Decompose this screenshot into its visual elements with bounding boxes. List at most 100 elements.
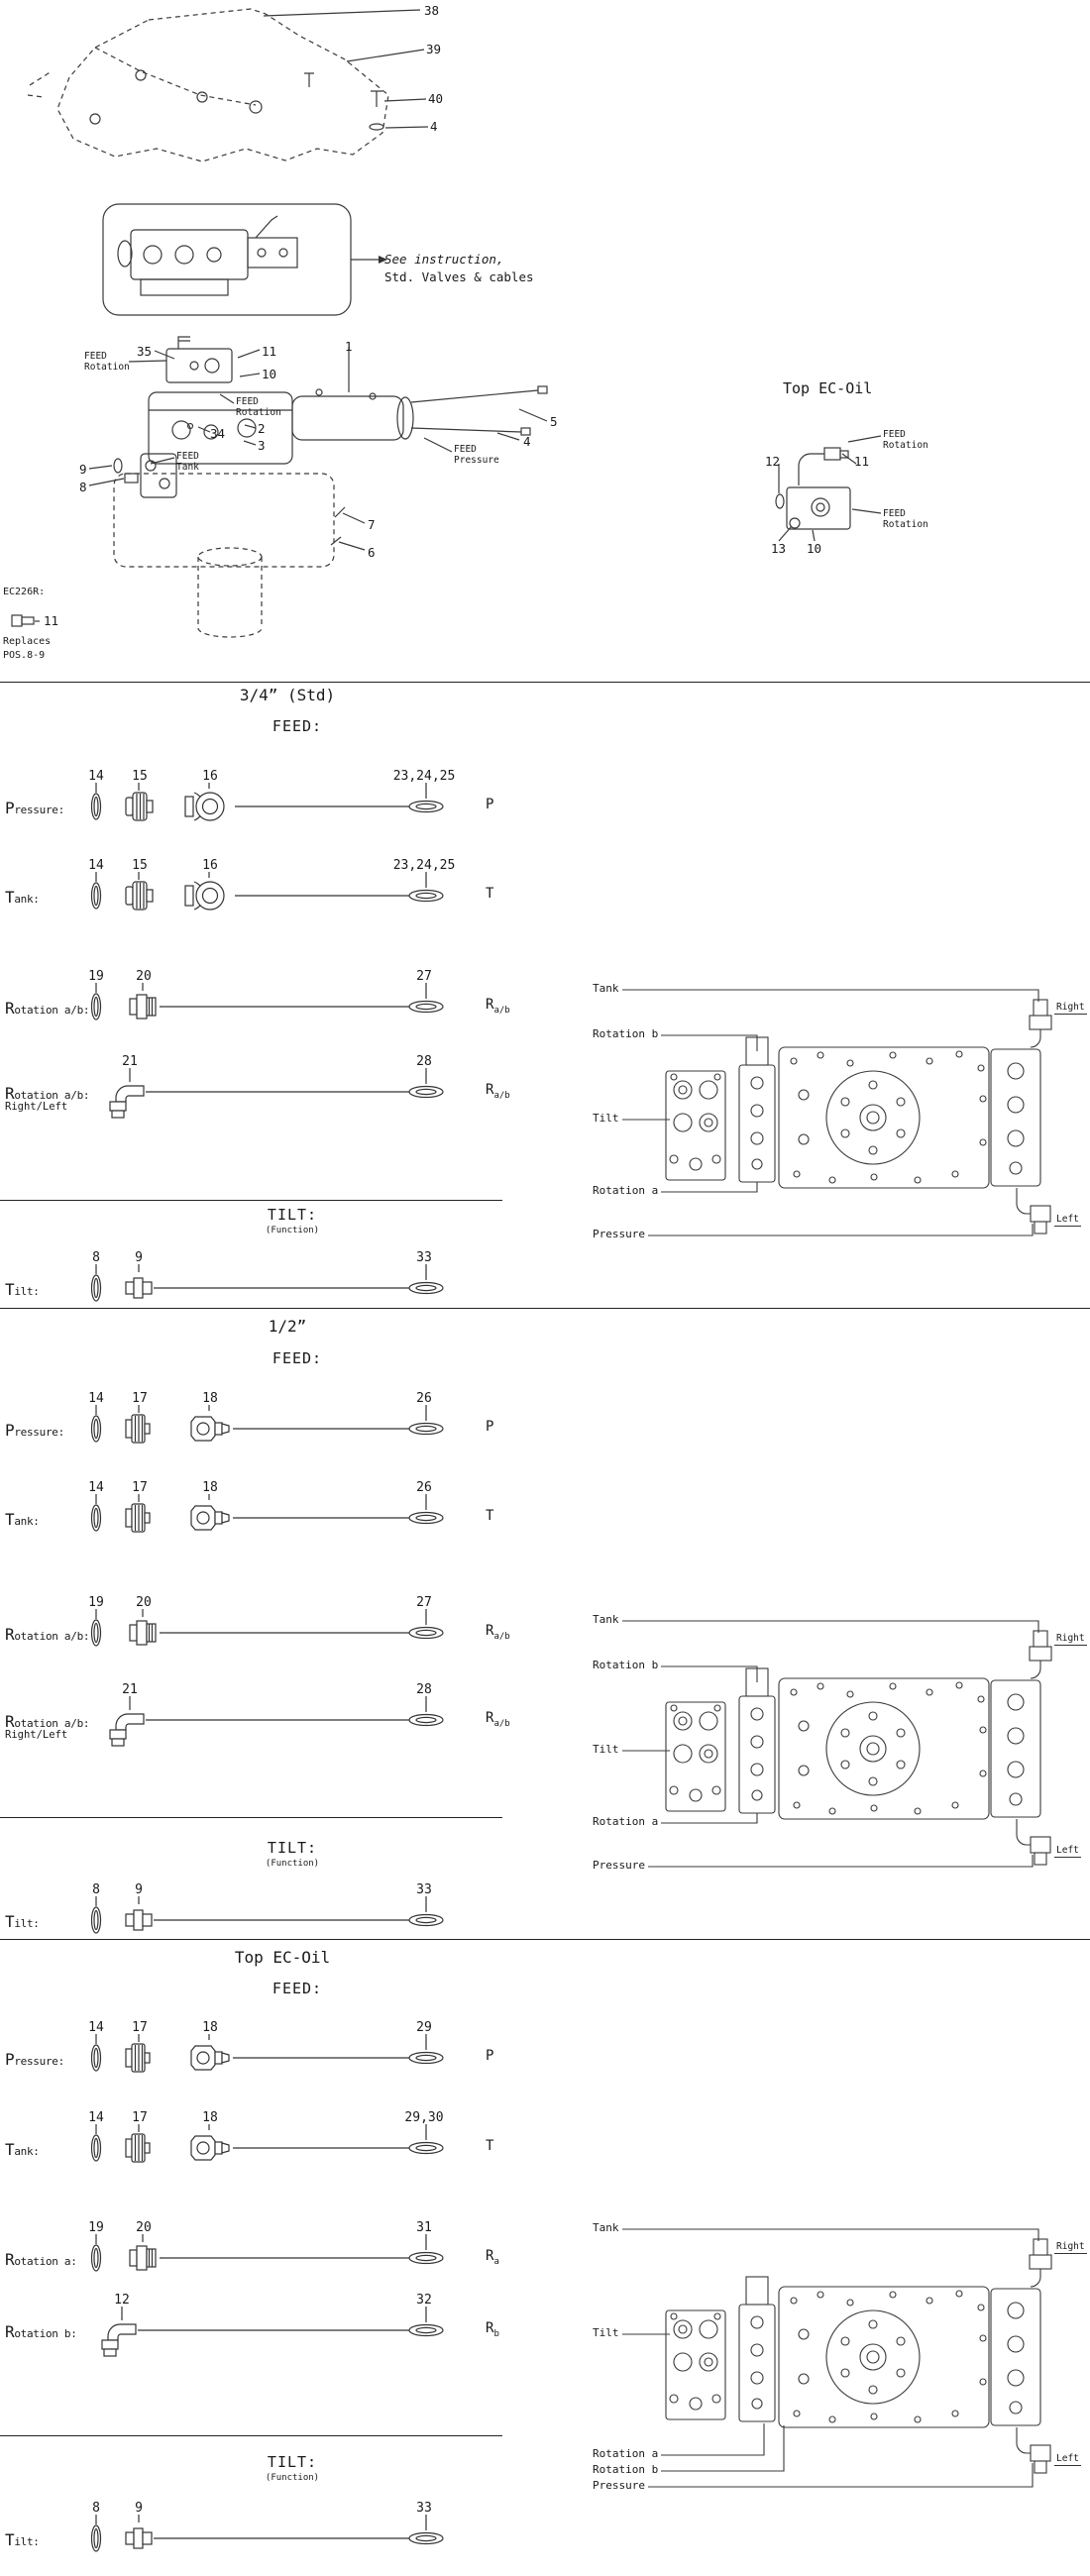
row-label: Tank: [5, 1510, 40, 1529]
row-sublabel: Right/Left [5, 1729, 68, 1741]
part-callout: 20 [136, 2220, 152, 2235]
section-divider [0, 1308, 1090, 1309]
diagram-label-pressure: Pressure [593, 1859, 648, 1872]
seal-callout: 31 [416, 2220, 432, 2235]
valve-diagram-art [594, 989, 1052, 1236]
feed-label-line: Rotation [84, 362, 130, 374]
part-callout: 18 [202, 1391, 218, 1406]
port-sub: a [493, 2256, 499, 2267]
part-callout: 17 [132, 2020, 148, 2035]
row-label: Rotation b: [5, 2322, 77, 2341]
part-callout: 15 [132, 858, 148, 873]
seal-callout: 27 [416, 1595, 432, 1610]
tilt-row: Tilt: 8 9 33 [0, 1882, 555, 1958]
part-callout: 9 [135, 2501, 143, 2516]
row-label: Rotation a: [5, 2250, 77, 2269]
parts-illustration [84, 1896, 461, 1956]
part-callout: 14 [88, 1391, 104, 1406]
sub-divider [0, 2435, 502, 2436]
part-callout: 17 [132, 2110, 148, 2125]
feed-label-line: Pressure [454, 455, 499, 467]
port-sub: a/b [493, 1090, 510, 1101]
seal-callout: 23,24,25 [392, 769, 456, 784]
part-callout: 16 [202, 858, 218, 873]
seal-callout: 33 [416, 1250, 432, 1265]
diagram-label-tank: Tank [593, 1613, 622, 1626]
tilt-heading-ec: TILT: [267, 2453, 318, 2471]
callout-3: 3 [258, 438, 266, 453]
parts-illustration [84, 783, 461, 842]
port-letter: R [486, 1710, 494, 1726]
port-letter: R [486, 2248, 494, 2264]
port-sub: a/b [493, 1005, 510, 1016]
valve-diagram-12: Tank Rotation b Tilt Rotation a Pressure… [591, 1607, 1087, 1904]
part-callout: 20 [136, 1595, 152, 1610]
part-callout: 8 [92, 2501, 100, 2516]
port-label: Ra/b [486, 1082, 510, 1101]
diagram-label-right: Right [1054, 2241, 1087, 2254]
ec-callout-12: 12 [765, 454, 781, 469]
tilt-subheading-ec: (Function) [265, 2473, 320, 2483]
feed-label-line: FEED [176, 451, 199, 462]
valve-diagram-ec: Tank Tilt Rotation a Rotation b Pressure… [591, 2215, 1087, 2513]
diagram-label-left: Left [1054, 1845, 1081, 1858]
top-ec-oil-title: Top EC-Oil [783, 379, 873, 397]
row-label: Tilt: [5, 2530, 40, 2549]
feed-row-rotation-ab: Rotation a/b: 19 20 27 Ra/b [0, 969, 555, 1044]
callout-1: 1 [345, 339, 353, 354]
tilt-row: Tilt: 8 9 33 [0, 2501, 555, 2576]
tilt-subheading-12: (Function) [265, 1859, 320, 1869]
ec-feed-rotation-upper: FEED Rotation [883, 429, 928, 452]
callout-40: 40 [428, 91, 444, 106]
part-callout: 18 [202, 1480, 218, 1495]
part-callout: 9 [135, 1882, 143, 1897]
callout-34: 34 [210, 426, 226, 441]
feed-row-pressure: Pressure: 14 15 16 23,24,25 P [0, 769, 555, 844]
part-callout: 18 [202, 2020, 218, 2035]
seal-callout: 33 [416, 2501, 432, 2516]
ec-feed-rotation-lower: FEED Rotation [883, 508, 928, 531]
port-letter: T [486, 886, 494, 902]
port-letter: P [486, 2048, 494, 2064]
section-title-ec: Top EC-Oil [234, 1948, 331, 1967]
diagram-label-rotation-b: Rotation b [593, 2463, 662, 2476]
tilt-row: Tilt: 8 9 33 [0, 1250, 555, 1326]
part-callout: 21 [122, 1054, 138, 1069]
port-letter: R [486, 997, 494, 1013]
diagram-label-right: Right [1054, 1002, 1087, 1015]
instruction-note-line1: See instruction, [384, 252, 504, 267]
feed-label-line: FEED [84, 351, 107, 362]
diagram-label-pressure: Pressure [593, 1228, 648, 1240]
part-callout: 14 [88, 2110, 104, 2125]
valve-diagram-34: Tank Rotation b Tilt Rotation a Pressure… [591, 976, 1087, 1273]
seal-callout: 27 [416, 969, 432, 984]
parts-illustration [84, 1068, 461, 1127]
parts-illustration [84, 2515, 461, 2574]
feed-row-rotation-a: Rotation a: 19 20 31 Ra [0, 2220, 555, 2296]
diagram-label-rotation-a: Rotation a [593, 2447, 662, 2460]
diagram-label-tank: Tank [593, 982, 622, 995]
exploded-view-art [11, 8, 882, 638]
port-label: Ra/b [486, 997, 510, 1016]
feed-label-line: Rotation [883, 519, 928, 531]
port-label: Rb [486, 2320, 499, 2339]
port-label: Ra/b [486, 1623, 510, 1642]
section-title-34: 3/4” (Std) [239, 686, 336, 704]
feed-tank-label: FEED Tank [176, 451, 199, 474]
part-callout: 14 [88, 858, 104, 873]
port-label: T [486, 2138, 493, 2157]
row-label: Tilt: [5, 1280, 40, 1299]
feed-label-line: FEED [883, 508, 906, 519]
port-label: Ra [486, 2248, 499, 2267]
callout-9: 9 [79, 462, 87, 477]
parts-illustration [84, 2307, 461, 2366]
feed-row-tank: Tank: 14 15 16 23,24,25 T [0, 858, 555, 933]
part-callout: 18 [202, 2110, 218, 2125]
section-divider [0, 1939, 1090, 1940]
diagram-label-right: Right [1054, 1633, 1087, 1646]
callout-35: 35 [137, 344, 153, 359]
port-label: T [486, 886, 493, 905]
port-sub: b [493, 2328, 499, 2339]
feed-pressure-label: FEED Pressure [454, 444, 499, 467]
diagram-label-pressure: Pressure [593, 2479, 648, 2492]
